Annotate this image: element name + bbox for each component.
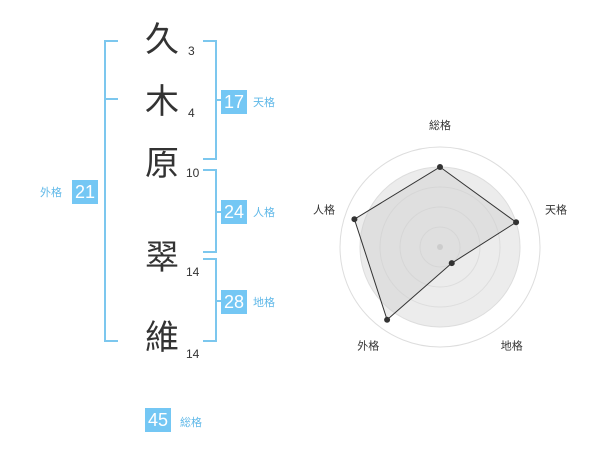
gaikaku-bracket-inner-tick — [104, 98, 118, 100]
radar-axis-label-5: 人格 — [313, 202, 335, 216]
stroke-count-4: 14 — [186, 265, 200, 279]
name-char-2: 木 — [145, 82, 179, 122]
stroke-count-1: 3 — [188, 44, 195, 58]
radar-ring-1 — [419, 226, 461, 268]
name-char-3: 原 — [145, 144, 179, 184]
radar-axis-label-2: 天格 — [545, 202, 567, 216]
jinkaku-bracket-tick — [215, 211, 221, 213]
radar-axis-label-1: 総格 — [429, 118, 451, 132]
radar-point-1 — [437, 164, 443, 170]
gaikaku-badge: 21 — [72, 180, 99, 204]
radar-center-dot — [437, 244, 443, 250]
stroke-count-3: 10 — [186, 166, 200, 180]
soukaku-badge: 45 — [145, 408, 172, 432]
gaikaku-label: 外格 — [40, 186, 62, 199]
gaikaku-bracket — [104, 40, 118, 342]
radar-ring-3 — [379, 186, 501, 308]
radar-ring-5 — [339, 146, 541, 348]
stroke-count-5: 14 — [186, 347, 200, 361]
tenkaku-label: 天格 — [253, 96, 275, 109]
stroke-count-2: 4 — [188, 106, 195, 120]
name-char-1: 久 — [145, 20, 179, 60]
radar-ring-2 — [399, 206, 481, 288]
tenkaku-badge: 17 — [221, 90, 248, 114]
radar-point-5 — [351, 216, 358, 223]
radar-point-4 — [384, 316, 391, 323]
name-char-5: 維 — [145, 318, 179, 358]
tenkaku-bracket-tick — [215, 99, 221, 101]
radar-polygon — [353, 166, 517, 321]
radar-axis-label-3: 地格 — [501, 339, 523, 353]
soukaku-label: 総格 — [180, 416, 202, 429]
jinkaku-label: 人格 — [253, 206, 275, 219]
jinkaku-badge: 24 — [221, 200, 248, 224]
chikaku-badge: 28 — [221, 290, 248, 314]
chikaku-label: 地格 — [253, 296, 275, 309]
name-char-4: 翠 — [145, 238, 179, 278]
chikaku-bracket-tick — [215, 300, 221, 302]
radar-point-2 — [513, 219, 520, 226]
radar-axis-label-4: 外格 — [357, 339, 379, 353]
radar-point-3 — [448, 260, 455, 267]
